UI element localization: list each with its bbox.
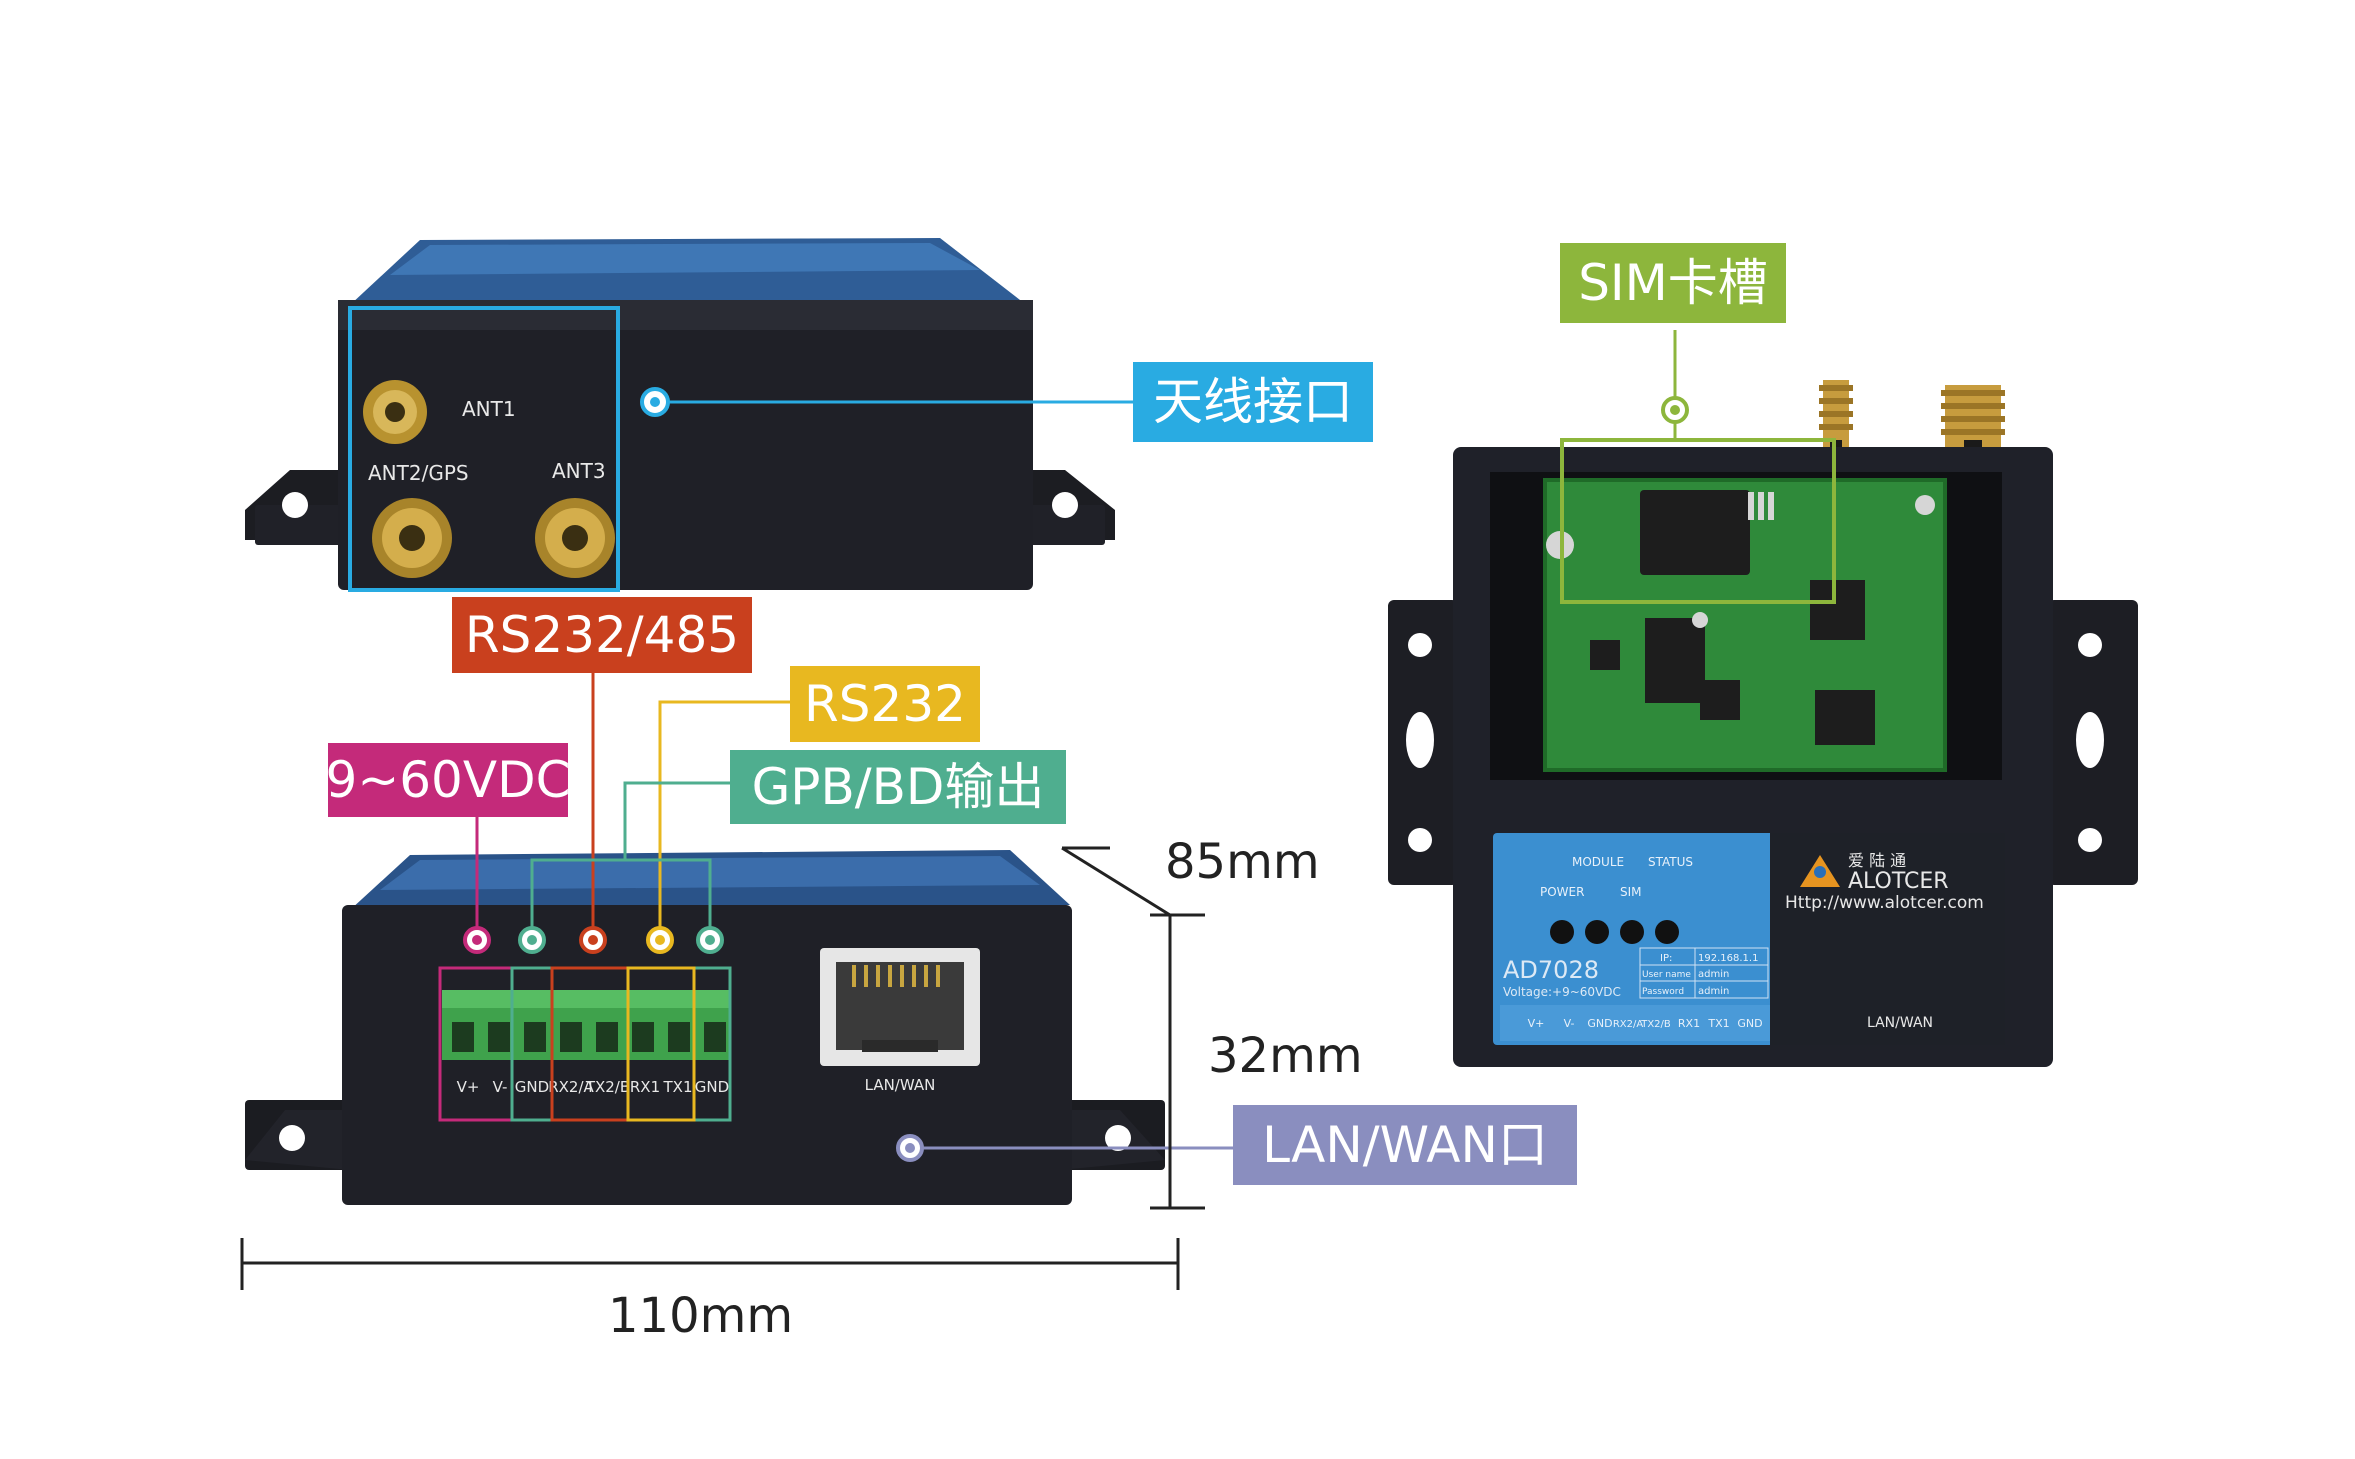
- brand-text: ALOTCER: [1848, 869, 1949, 894]
- dimension-lines: [240, 846, 1205, 1290]
- url-text: Http://www.alotcer.com: [1785, 893, 1984, 913]
- antenna-interface-tag: 天线接口: [1133, 362, 1373, 442]
- lan-wan-port-tag: LAN/WAN口: [1233, 1105, 1577, 1185]
- gps-output-tag: GPB/BD输出: [730, 750, 1066, 824]
- top-antenna-right: [1941, 385, 2005, 456]
- top-lan-label: LAN/WAN: [1867, 1015, 1933, 1031]
- top-view: POWER MODULE SIM STATUS AD7028 Voltage:+…: [1388, 330, 2138, 1067]
- strip-label-2: GND: [1587, 1017, 1612, 1030]
- rear-leader-lines: [475, 672, 1233, 1150]
- terminal-label-1: V-: [493, 1078, 508, 1096]
- height-dimension: 32mm: [1208, 1028, 1363, 1084]
- info-value-user: admin: [1698, 969, 1729, 980]
- led-power: [1550, 920, 1574, 944]
- led-label-status: STATUS: [1648, 855, 1693, 869]
- strip-label-5: RX1: [1678, 1017, 1700, 1030]
- strip-label-0: V+: [1528, 1017, 1545, 1030]
- strip-label-4: TX2/B: [1640, 1019, 1671, 1030]
- led-label-sim: SIM: [1620, 885, 1642, 899]
- info-value-password: admin: [1698, 986, 1729, 997]
- strip-label-6: TX1: [1707, 1017, 1729, 1030]
- sim-slot-tag: SIM卡槽: [1560, 243, 1786, 323]
- strip-label-1: V-: [1564, 1017, 1575, 1030]
- brand-cn-text: 爱 陆 通: [1848, 851, 1906, 870]
- ant2-label: ANT2/GPS: [368, 461, 469, 485]
- model-text: AD7028: [1503, 956, 1599, 984]
- antenna-highlight-box: [348, 306, 620, 592]
- width-dimension: 110mm: [608, 1288, 794, 1344]
- info-label-ip: IP:: [1660, 953, 1672, 964]
- ant2-connector: [372, 498, 452, 578]
- ant1-connector: [363, 380, 427, 444]
- voltage-text: Voltage:+9~60VDC: [1503, 985, 1621, 999]
- rj45-label: LAN/WAN: [865, 1076, 936, 1094]
- front-view: ANT1 ANT2/GPS ANT3: [245, 238, 1135, 592]
- ant1-label: ANT1: [462, 397, 516, 421]
- power-vdc-tag: 9~60VDC: [326, 743, 570, 817]
- led-sim: [1620, 920, 1644, 944]
- terminal-label-2: GND: [515, 1078, 549, 1096]
- info-label-user: User name: [1642, 970, 1691, 980]
- led-label-power: POWER: [1540, 885, 1584, 899]
- alotcer-logo: [1800, 855, 1840, 887]
- rs232-tag: RS232: [790, 666, 980, 742]
- led-label-module: MODULE: [1572, 855, 1624, 869]
- rs232-group-box: [626, 966, 696, 1122]
- sim-highlight-box: [1560, 438, 1836, 604]
- terminal-label-6: TX1: [663, 1078, 693, 1096]
- terminal-label-0: V+: [457, 1078, 480, 1096]
- rear-view: V+ V- GND RX2/A TX2/B RX1 TX1 GND LAN/WA…: [245, 850, 1165, 1205]
- terminal-label-7: GND: [695, 1078, 729, 1096]
- info-table: IP: User name Password 192.168.1.1 admin…: [1639, 947, 1769, 999]
- terminal-label-5: RX1: [630, 1078, 660, 1096]
- strip-label-7: GND: [1737, 1017, 1762, 1030]
- terminal-label-3: RX2/A: [548, 1078, 594, 1096]
- ant3-connector: [535, 498, 615, 578]
- info-label-password: Password: [1642, 987, 1684, 997]
- led-module: [1585, 920, 1609, 944]
- label-strip: V+ V- GND RX2/A TX2/B RX1 TX1 GND: [1528, 1017, 1763, 1030]
- rs232-485-tag: RS232/485: [452, 597, 752, 673]
- strip-label-3: RX2/A: [1613, 1019, 1644, 1030]
- led-status: [1655, 920, 1679, 944]
- info-value-ip: 192.168.1.1: [1698, 953, 1758, 964]
- terminal-label-4: TX2/B: [585, 1078, 630, 1096]
- front-panel-body: [338, 300, 1033, 590]
- depth-dimension: 85mm: [1165, 834, 1320, 890]
- ant3-label: ANT3: [552, 459, 606, 483]
